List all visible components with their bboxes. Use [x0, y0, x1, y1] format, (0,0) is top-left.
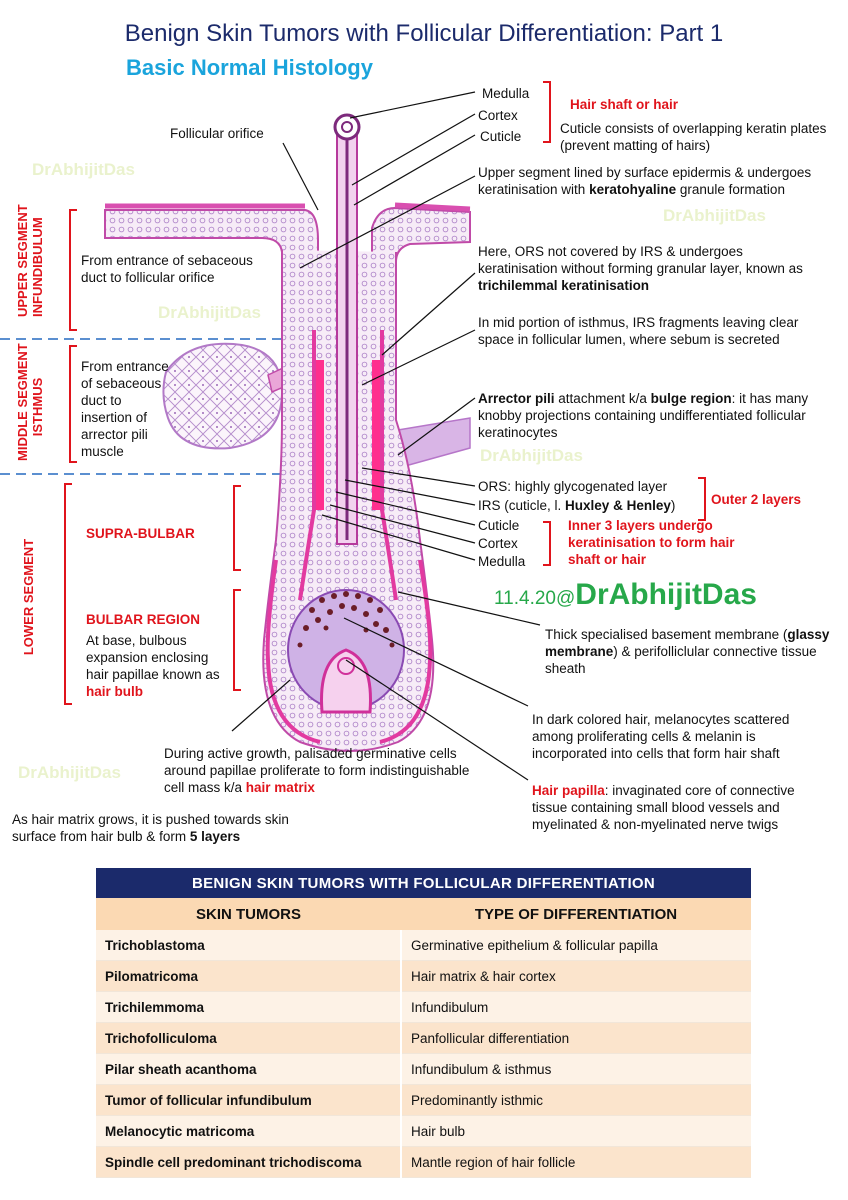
hair-bulb-description: At base, bulbous expansion enclosing hai…: [86, 633, 220, 699]
cortex-label: Cortex: [478, 108, 518, 123]
hair-shaft-label: Hair shaft or hair: [570, 97, 679, 112]
differentiation-type: Hair matrix & hair cortex: [401, 960, 751, 992]
tumor-name: Melanocytic matricoma: [96, 1115, 402, 1147]
irs-layer-label: IRS (cuticle, l. Huxley & Henley): [478, 498, 676, 513]
isthmus-irs-description: In mid portion of isthmus, IRS fragments…: [478, 315, 799, 347]
page-title: Benign Skin Tumors with Follicular Diffe…: [124, 20, 724, 47]
layer-cortex-label: Cortex: [478, 536, 518, 551]
arrector-pili-description: Arrector pili attachment k/a bulge regio…: [478, 391, 809, 440]
ors-layer-label: ORS: highly glycogenated layer: [478, 479, 668, 494]
layer-medulla-label: Medulla: [478, 554, 526, 569]
melanocytes: [297, 591, 395, 648]
hair-papilla-description: Hair papilla: invaginated core of connec…: [532, 783, 795, 832]
hair-shaft-top: [333, 113, 361, 141]
glassy-membrane-description: Thick specialised basement membrane (gla…: [545, 627, 830, 676]
sebaceous-gland: [162, 342, 284, 450]
tumor-table: BENIGN SKIN TUMORS WITH FOLLICULAR DIFFE…: [96, 868, 751, 1178]
tumor-name: Spindle cell predominant trichodiscoma: [96, 1146, 402, 1178]
infundibulum-description: From entrance of sebaceous duct to folli…: [81, 253, 253, 285]
differentiation-type: Germinative epithelium & follicular papi…: [401, 930, 751, 961]
hair-matrix-description: During active growth, palisaded germinat…: [164, 746, 470, 795]
follicular-orifice-label: Follicular orifice: [170, 126, 264, 141]
differentiation-type: Predominantly isthmic: [401, 1084, 751, 1116]
author-signature: 11.4.20@DrAbhijitDas: [494, 578, 757, 611]
watermark: DrAbhijitDas: [663, 206, 766, 225]
cuticle-label: Cuticle: [480, 129, 522, 144]
medulla-label: Medulla: [482, 86, 530, 101]
tumor-name: Pilomatricoma: [96, 960, 402, 992]
watermark: DrAbhijitDas: [158, 303, 261, 322]
bulbar-region-label: BULBAR REGION: [86, 612, 200, 627]
differentiation-type: Infundibulum & isthmus: [401, 1053, 751, 1085]
ors-description: Here, ORS not covered by IRS & undergoes…: [478, 244, 803, 293]
five-layers-description: As hair matrix grows, it is pushed towar…: [12, 812, 289, 844]
upper-segment-description: Upper segment lined by surface epidermis…: [478, 165, 812, 197]
hair-follicle-diagram: [0, 81, 706, 781]
pointer-lines: [231, 91, 541, 781]
watermark: DrAbhijitDas: [480, 446, 583, 465]
lower-segment-label: LOWER SEGMENT: [21, 538, 36, 656]
table-title: BENIGN SKIN TUMORS WITH FOLLICULAR DIFFE…: [96, 868, 751, 898]
differentiation-type: Infundibulum: [401, 991, 751, 1023]
supra-bulbar-label: SUPRA-BULBAR: [86, 526, 195, 541]
watermark: DrAbhijitDas: [18, 763, 121, 782]
arrector-pili: [397, 417, 471, 469]
differentiation-type: Hair bulb: [401, 1115, 751, 1147]
hair-papilla: [320, 648, 372, 714]
cuticle-description: Cuticle consists of overlapping keratin …: [560, 121, 827, 153]
tumor-name: Pilar sheath acanthoma: [96, 1053, 402, 1085]
melanocyte-description: In dark colored hair, melanocytes scatte…: [532, 712, 790, 761]
differentiation-type: Mantle region of hair follicle: [401, 1146, 751, 1178]
tumor-name: Trichilemmoma: [96, 991, 402, 1023]
inner-root-sheath: [298, 330, 398, 601]
watermark: DrAbhijitDas: [32, 160, 135, 179]
tumor-name: Trichofolliculoma: [96, 1022, 402, 1054]
inner-three-layers-label: Inner 3 layers undergo keratinisation to…: [568, 518, 735, 567]
differentiation-type: Panfollicular differentiation: [401, 1022, 751, 1054]
page-subtitle: Basic Normal Histology: [126, 55, 373, 80]
table-header-tumors: SKIN TUMORS: [96, 898, 401, 930]
layer-cuticle-label: Cuticle: [478, 518, 520, 533]
table-header-differentiation: TYPE OF DIFFERENTIATION: [401, 898, 751, 930]
tumor-name: Tumor of follicular infundibulum: [96, 1084, 402, 1116]
tumor-name: Trichoblastoma: [96, 930, 402, 961]
outer-two-layers-label: Outer 2 layers: [711, 492, 802, 507]
